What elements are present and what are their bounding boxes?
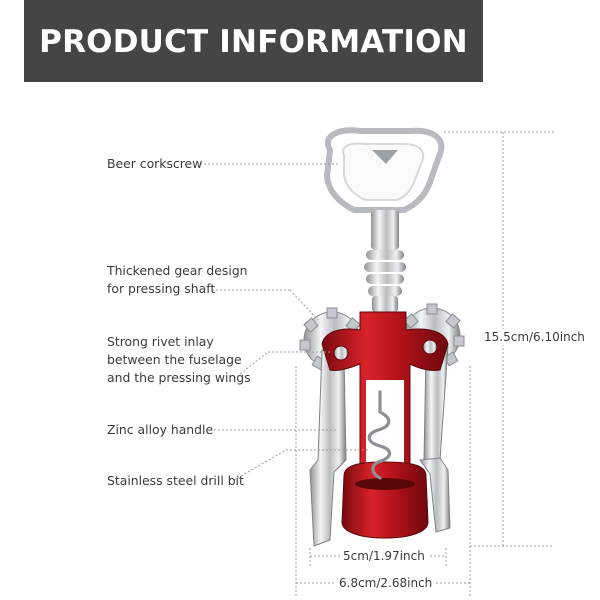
callout-gear-design: Thickened gear design for pressing shaft	[107, 263, 248, 296]
header-banner: PRODUCT INFORMATION	[24, 0, 483, 82]
bottle-opener	[323, 127, 445, 213]
right-wing-handle	[419, 345, 451, 533]
callout-rivet-inlay: Strong rivet inlay between the fuselage …	[107, 334, 251, 385]
red-body	[321, 311, 449, 539]
leader-lines	[200, 163, 370, 481]
callout-drill-bit: Stainless steel drill bit	[107, 473, 244, 488]
callout-beer-corkscrew: Beer corkscrew	[107, 156, 203, 171]
dimension-outer-width: 6.8cm/2.68inch	[336, 575, 436, 591]
dimension-inner-width: 5cm/1.97inch	[340, 548, 428, 564]
rack-shaft	[364, 210, 406, 312]
left-wing-handle	[309, 349, 347, 547]
callout-zinc-handle: Zinc alloy handle	[107, 422, 214, 437]
dimension-height: 15.5cm/6.10inch	[484, 329, 585, 345]
drill-bit	[367, 390, 392, 480]
banner-title: PRODUCT INFORMATION	[39, 24, 468, 60]
